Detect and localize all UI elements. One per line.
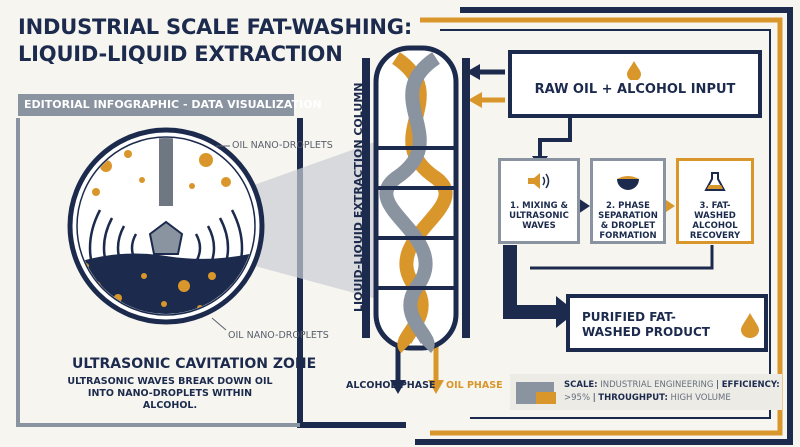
scale-legend-icon (516, 382, 556, 404)
zone-title: ULTRASONIC CAVITATION ZONE (72, 356, 317, 372)
leader-bottom (211, 317, 227, 331)
alcohol-arrowhead (390, 380, 406, 394)
footer-stats: SCALE: INDUSTRIAL ENGINEERING | EFFICIEN… (510, 374, 782, 410)
step-3-label: 3. FAT-WASHED ALCOHOL RECOVERY (689, 201, 741, 241)
throughput-key: THROUGHPUT: (598, 393, 668, 403)
subtitle-banner: EDITORIAL INFOGRAPHIC - DATA VISUALIZATI… (18, 94, 322, 116)
step-1-box: 1. MIXING & ULTRASONIC WAVES (498, 158, 580, 244)
step-2-label: 2. PHASE SEPARATION & DROPLET FORMATION (598, 201, 658, 241)
droplet-label-top: OIL NANO-DROPLETS (232, 140, 333, 151)
arrow-input-to-step1 (538, 118, 572, 158)
oil-arrowhead (428, 380, 444, 394)
sonic-waves (88, 209, 244, 287)
zone-description: ULTRASONIC WAVES BREAK DOWN OIL INTO NAN… (67, 376, 273, 411)
speaker-wave-icon (528, 173, 550, 189)
oil-phase-label: OIL PHASE (446, 380, 503, 391)
flask-icon (704, 172, 726, 191)
grey-frame-line (16, 118, 300, 427)
footer-line-2: >95% | THROUGHPUT: HIGH VOLUME (564, 393, 731, 403)
cavitation-zone-illustration (67, 127, 265, 325)
input-label: RAW OIL + ALCOHOL INPUT (534, 82, 736, 97)
column-rail-right (462, 58, 470, 338)
output-label: PURIFIED FAT-WASHED PRODUCT (582, 310, 710, 339)
zoom-cone (240, 140, 380, 300)
page-title: INDUSTRIAL SCALE FAT-WASHING: LIQUID-LIQ… (18, 14, 412, 68)
scale-value: INDUSTRIAL ENGINEERING (600, 380, 714, 390)
alcohol-phase-label: ALCOHOL PHASE (346, 380, 436, 391)
ultrasonic-probe (159, 138, 173, 206)
scale-key: SCALE: (564, 380, 598, 390)
arrowhead-step1-step2 (578, 198, 590, 214)
arrowhead-step2-step3 (663, 198, 675, 214)
column-rail-left (362, 58, 370, 338)
footer-line-1: SCALE: INDUSTRIAL ENGINEERING | EFFICIEN… (564, 380, 780, 390)
input-box: RAW OIL + ALCOHOL INPUT (508, 50, 762, 118)
efficiency-value: >95% (564, 393, 591, 403)
step-1-label: 1. MIXING & ULTRASONIC WAVES (509, 201, 569, 231)
arrow-step3-return (530, 245, 714, 270)
title-line-1: INDUSTRIAL SCALE FAT-WASHING: (18, 15, 413, 39)
oil-drop-icon (627, 61, 641, 80)
alcohol-helix (379, 52, 441, 353)
column-trays (378, 146, 454, 290)
cavitation-inner-ring (76, 136, 256, 316)
title-line-2: LIQUID-LIQUID EXTRACTION (18, 42, 343, 66)
efficiency-key: EFFICIENCY: (721, 380, 780, 390)
step-2-box: 2. PHASE SEPARATION & DROPLET FORMATION (590, 158, 666, 244)
input-arrowhead-gold (468, 92, 482, 108)
column-label: LIQUID-LIQUID EXTRACTION COLUMN (352, 82, 365, 312)
input-arrowhead-navy (466, 64, 480, 80)
oil-drop-icon (741, 313, 759, 338)
inner-frame-line (440, 29, 771, 419)
phase-bowl-icon (617, 176, 639, 190)
droplet-label-bottom: OIL NANO-DROPLETS (228, 330, 329, 341)
extraction-column (362, 45, 470, 353)
arrow-to-output (503, 245, 560, 319)
gold-frame-line (420, 17, 783, 436)
probe-tip (148, 220, 184, 255)
column-shell (373, 45, 459, 351)
throughput-value: HIGH VOLUME (670, 393, 731, 403)
output-box: PURIFIED FAT-WASHED PRODUCT (566, 294, 768, 352)
step-3-box: 3. FAT-WASHED ALCOHOL RECOVERY (676, 158, 754, 244)
